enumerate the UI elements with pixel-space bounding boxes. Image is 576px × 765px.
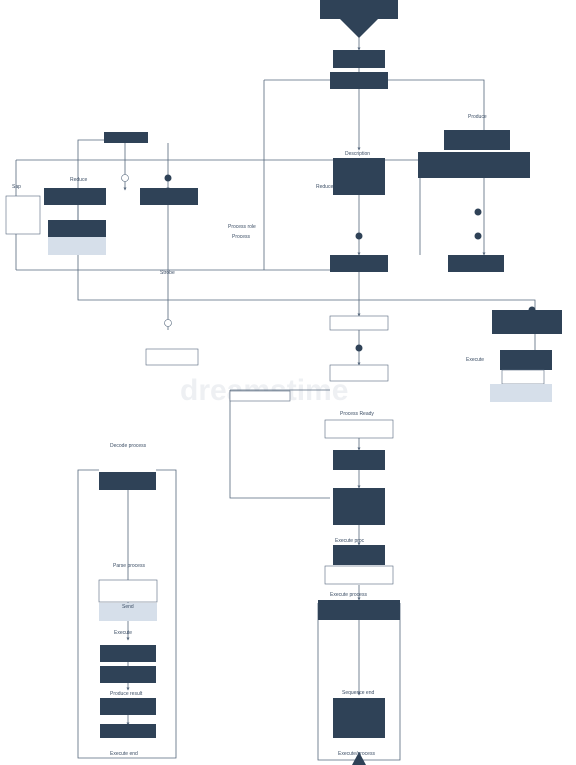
note-lower-1 xyxy=(324,419,394,439)
note-lower-left xyxy=(98,579,158,603)
note-lower-2 xyxy=(324,565,394,585)
lower-left-bottom: Produce result xyxy=(110,691,143,697)
marker-open-1 xyxy=(121,174,129,182)
node-left-process xyxy=(140,188,198,205)
node-right-stack xyxy=(500,350,552,370)
marker-2 xyxy=(355,232,363,240)
marker-6 xyxy=(528,306,536,314)
lower-right-label: Execute proc xyxy=(335,538,365,544)
node-lower-center-3 xyxy=(333,545,385,565)
marker-5 xyxy=(355,344,363,352)
lower-right-mid: Execute process xyxy=(330,592,367,598)
marker-4 xyxy=(474,232,482,240)
note-left xyxy=(5,195,41,235)
node-lower-center-1 xyxy=(333,450,385,470)
lower-right-final: Execute/process xyxy=(338,751,375,757)
node-start xyxy=(320,0,398,19)
node-lower-left-1 xyxy=(99,472,156,490)
lower-center-label: Process Ready xyxy=(340,411,374,417)
node-left-sub xyxy=(48,220,106,237)
shade-right xyxy=(490,384,552,402)
right-top-label: Produce xyxy=(468,114,487,120)
dark-nodes xyxy=(44,0,562,738)
start-funnel xyxy=(340,19,378,38)
note-mid-2 xyxy=(329,364,389,382)
node-lower-center-4 xyxy=(318,600,400,620)
node-left-header xyxy=(104,132,148,143)
node-right-mid xyxy=(448,255,504,272)
lower-left-mid: Parse process xyxy=(113,563,145,569)
node-center-band xyxy=(330,255,388,272)
lower-left-note: Send xyxy=(122,604,134,610)
lower-left-title: Decode process xyxy=(110,443,147,449)
lower-right-end: Sequence end xyxy=(342,690,374,696)
node-right-side xyxy=(492,310,562,334)
mid-label: Strobe xyxy=(160,270,175,276)
node-left-reduce xyxy=(44,188,106,205)
note-center xyxy=(145,348,199,366)
center-label-1: Process role xyxy=(228,224,256,230)
shade-left xyxy=(48,237,106,255)
node-lower-left-4 xyxy=(100,698,156,715)
note-right-low xyxy=(501,369,545,385)
node-lower-left-2 xyxy=(100,645,156,662)
lower-left-label: Execute xyxy=(114,630,132,636)
node-decision xyxy=(333,50,385,68)
right-mid-label: Execute xyxy=(466,357,484,363)
node-lower-center-2 xyxy=(333,488,385,525)
right-sub-label: Description xyxy=(345,151,370,157)
markers xyxy=(164,19,536,765)
end-marker xyxy=(352,752,366,765)
node-right-top xyxy=(444,130,510,150)
marker-1 xyxy=(164,174,172,182)
node-right-desc xyxy=(418,152,530,178)
center-label-2: Process xyxy=(232,234,251,240)
note-left-small xyxy=(229,390,291,402)
watermark: dreamstime xyxy=(180,374,348,407)
right-note: Reduce xyxy=(316,184,333,190)
note-mid-1 xyxy=(329,315,389,331)
node-top-process xyxy=(330,72,388,89)
light-fill-nodes xyxy=(48,237,552,621)
node-center-1 xyxy=(333,158,385,195)
marker-open-2 xyxy=(164,319,172,327)
node-lower-left-3 xyxy=(100,666,156,683)
left-box-title: Reduce xyxy=(70,177,87,183)
shade-lower-left xyxy=(99,603,157,621)
left-title: Sap xyxy=(12,184,21,190)
outline-nodes xyxy=(5,195,545,603)
node-lower-left-5 xyxy=(100,724,156,738)
lower-left-end: Execute end xyxy=(110,751,138,757)
marker-3 xyxy=(474,208,482,216)
node-lower-center-5 xyxy=(333,698,385,738)
